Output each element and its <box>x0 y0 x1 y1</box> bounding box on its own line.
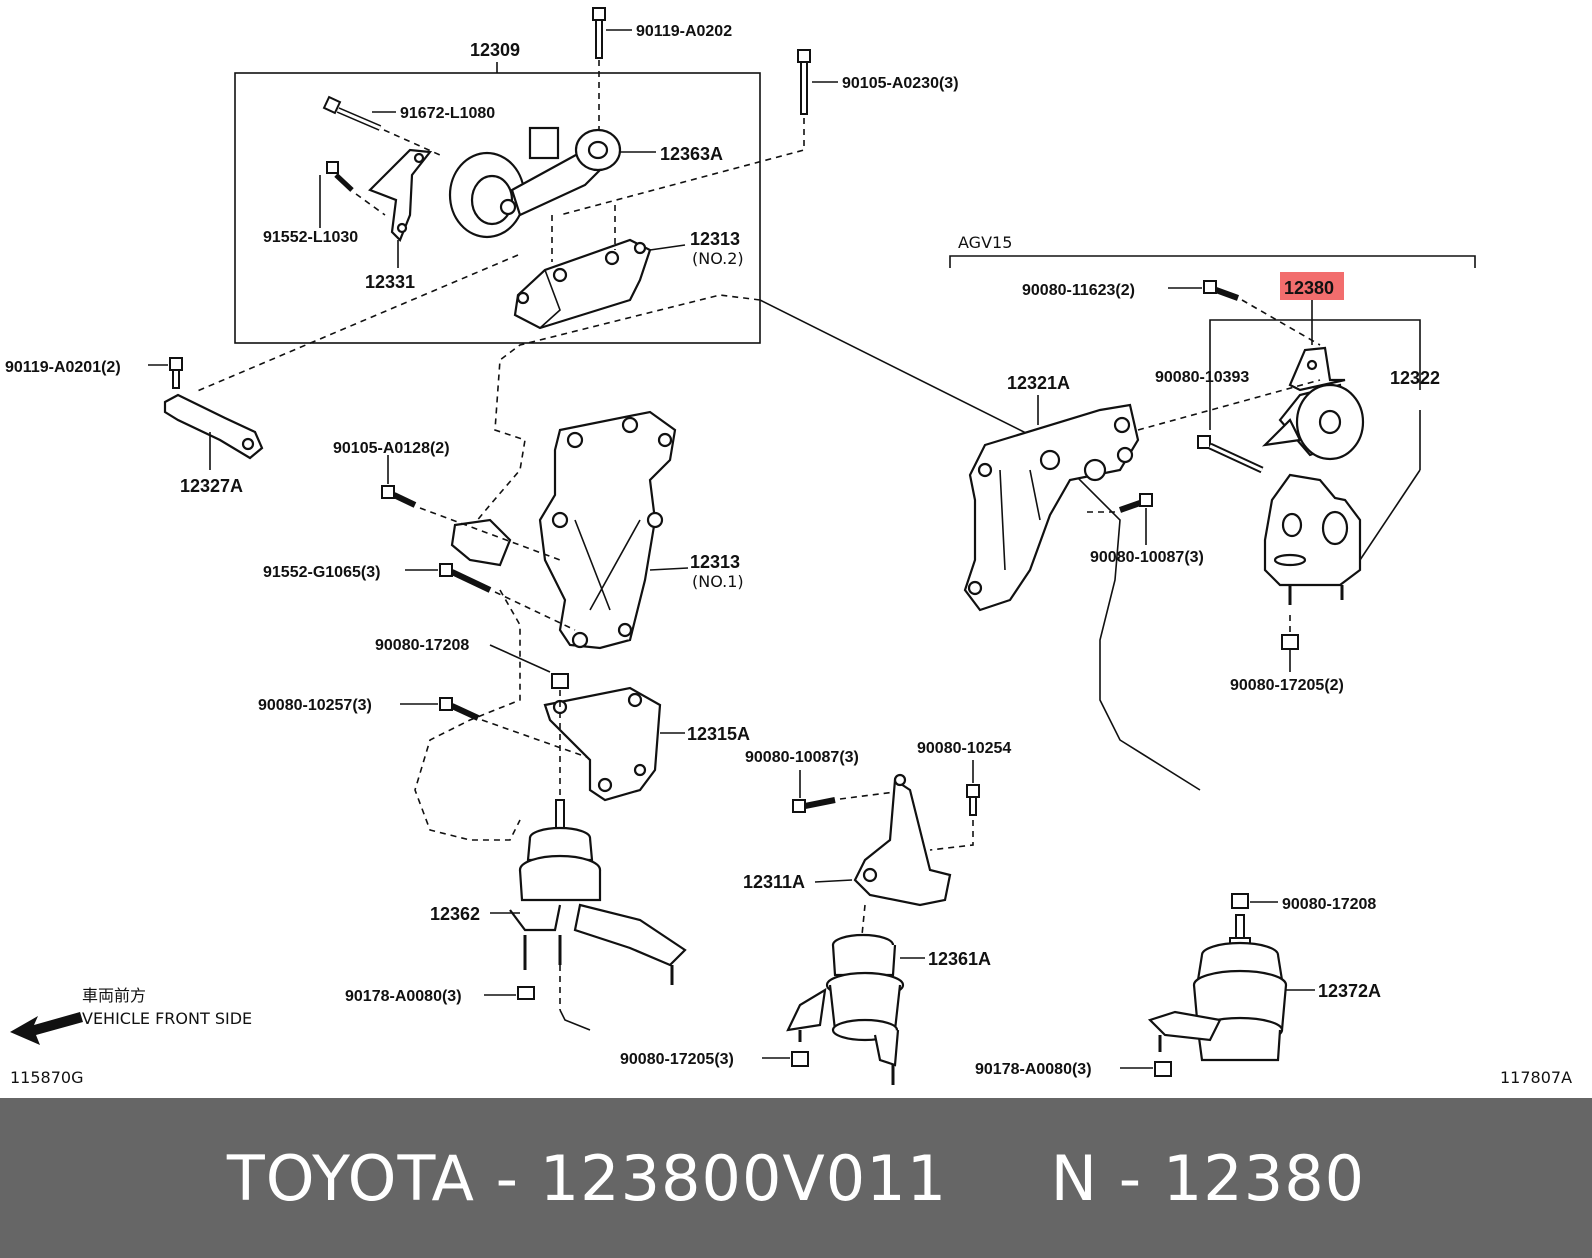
part-12361a-mount <box>786 933 925 1085</box>
bolt-90080-10393 <box>1197 435 1264 474</box>
label-90080-17205-a: 90080-17205(3) <box>620 1051 734 1068</box>
label-12322: 12322 <box>1390 368 1440 388</box>
label-12363a: 12363A <box>660 144 723 164</box>
bolt-91552-l1030 <box>319 161 386 228</box>
bolt-90119-a0202 <box>592 7 632 140</box>
bolt-91672-l1080 <box>322 95 441 156</box>
label-90105-a0128: 90105-A0128(2) <box>333 440 450 457</box>
part-12380-mount <box>1261 346 1365 461</box>
nut-90178-a0080-a <box>484 986 535 1000</box>
label-90080-10393: 90080-10393 <box>1155 369 1249 386</box>
label-no2: (NO.2) <box>692 249 744 268</box>
label-12309: 12309 <box>470 40 520 60</box>
label-90080-11623: 90080-11623(2) <box>1022 282 1135 299</box>
label-agv15: AGV15 <box>958 233 1012 252</box>
part-12321a-bracket <box>963 379 1321 612</box>
footer-part-number: TOYOTA - 123800V011 N - 12380 <box>226 1141 1366 1215</box>
label-direction-jp: 車両前方 <box>82 986 146 1005</box>
label-90080-10087-b: 90080-10087(3) <box>1090 549 1204 566</box>
part-12363a-torque-rod <box>448 126 656 239</box>
bolt-91552-g1065 <box>405 563 576 631</box>
part-12311a-bracket <box>814 773 952 936</box>
parts-diagram: 12309 90119-A0202 90105-A0230(3) 91672-L… <box>5 7 1573 1087</box>
label-12372a: 12372A <box>1318 981 1381 1001</box>
bolt-90080-10087-b <box>1085 493 1153 545</box>
label-90080-10087-a: 90080-10087(3) <box>745 749 859 766</box>
label-90178-a0080-b: 90178-A0080(3) <box>975 1061 1092 1078</box>
label-12313-no1: 12313 <box>690 552 740 572</box>
label-90105-a0230: 90105-A0230(3) <box>842 75 959 92</box>
bolt-90105-a0230 <box>559 49 838 216</box>
bolt-90080-10087-a <box>792 770 896 813</box>
part-12313-no1-bracket <box>450 410 689 650</box>
highlight-12380 <box>1280 272 1344 300</box>
part-number-footer: TOYOTA - 123800V011 N - 12380 <box>0 1098 1592 1258</box>
ref-right: 117807A <box>1500 1068 1572 1087</box>
nut-90080-17205-b <box>1281 634 1299 672</box>
label-12380: 12380 <box>1284 278 1334 298</box>
label-90080-17208-b: 90080-17208 <box>1282 896 1376 913</box>
label-91552-g1065: 91552-G1065(3) <box>263 564 380 581</box>
bolt-90105-a0128 <box>381 455 561 561</box>
nut-90080-17208-a <box>489 644 569 689</box>
ref-left: 115870G <box>10 1068 83 1087</box>
label-direction-en: VEHICLE FRONT SIDE <box>82 1009 252 1028</box>
nut-90080-17205-a <box>762 1051 809 1067</box>
agv15-bracket <box>949 255 1476 268</box>
label-90178-a0080-a: 90178-A0080(3) <box>345 988 462 1005</box>
label-12362: 12362 <box>430 904 480 924</box>
label-12315a: 12315A <box>687 724 750 744</box>
label-91552-l1030: 91552-L1030 <box>263 229 358 246</box>
label-12331: 12331 <box>365 272 415 292</box>
label-no1: (NO.1) <box>692 572 744 591</box>
label-90119-a0202: 90119-A0202 <box>636 23 732 40</box>
part-12372a-mount <box>1147 914 1315 1062</box>
label-12311a: 12311A <box>743 872 805 892</box>
engine-mount-diagram: 12309 90119-A0202 90105-A0230(3) 91672-L… <box>5 7 1572 1087</box>
label-12313-no2: 12313 <box>690 229 740 249</box>
part-12315a-bracket <box>543 686 685 802</box>
nut-90178-a0080-b <box>1120 1061 1172 1077</box>
label-90080-10257: 90080-10257(3) <box>258 697 372 714</box>
part-12322-bracket <box>1263 473 1362 640</box>
bolt-90080-11623 <box>1168 280 1321 346</box>
part-12331-bracket <box>368 148 433 268</box>
label-12361a: 12361A <box>928 949 991 969</box>
label-90080-17208-a: 90080-17208 <box>375 637 469 654</box>
vehicle-front-arrow-icon <box>10 1012 83 1045</box>
label-90119-a0201: 90119-A0201(2) <box>5 359 121 376</box>
label-12327a: 12327A <box>180 476 243 496</box>
label-12321a: 12321A <box>1007 373 1070 393</box>
bolt-90080-10257 <box>400 697 596 761</box>
bolt-90119-a0201 <box>148 357 183 389</box>
label-91672-l1080: 91672-L1080 <box>400 105 495 122</box>
part-12327a-bracket <box>163 393 264 470</box>
label-90080-10254: 90080-10254 <box>917 740 1011 757</box>
part-12313-no2-bracket <box>513 205 686 330</box>
bracket-12322 <box>1209 319 1421 390</box>
nut-90080-17208-b <box>1231 893 1278 909</box>
part-12362-mount <box>490 799 687 1031</box>
bolt-90080-10254 <box>929 760 980 851</box>
label-90080-17205-b: 90080-17205(2) <box>1230 677 1344 694</box>
